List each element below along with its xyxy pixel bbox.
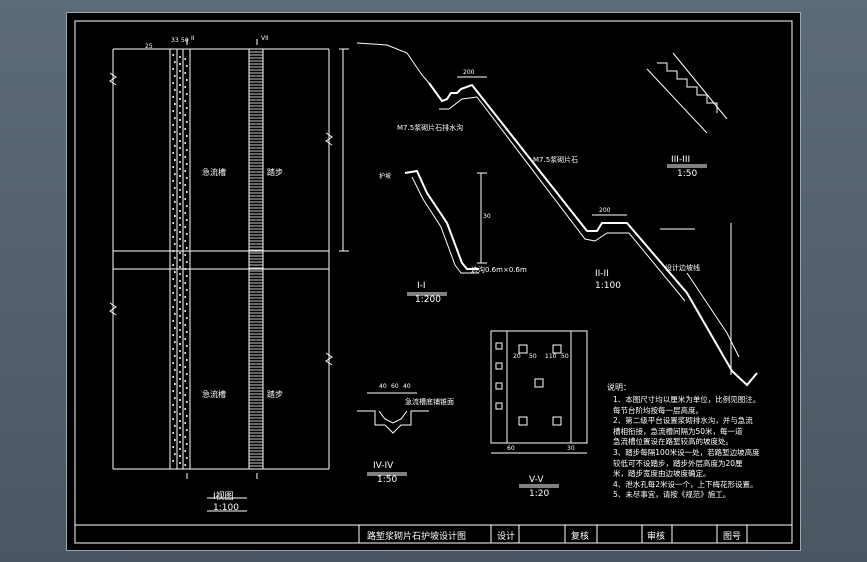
drain-label-top: 急流槽	[202, 168, 226, 177]
cell-audit: 审核	[647, 532, 666, 542]
section-5-dim-bottom-1: 60	[507, 445, 515, 452]
cut-mark-ii: II	[191, 35, 195, 42]
section-5-dim-top-3: 110	[545, 353, 557, 360]
dim-left-3: 50	[181, 37, 189, 44]
note-line: 4、泄水孔每2米设一个，上下梅花形设置。	[613, 479, 758, 489]
elevation-title: I视图	[213, 492, 234, 502]
section-3-title: III-III	[671, 155, 691, 165]
section-1-1	[404, 169, 487, 296]
section-3-3	[646, 52, 728, 168]
section-4-label: 急流槽底铺锥面	[405, 398, 454, 406]
section-1-dim: 30	[483, 213, 491, 220]
sheet-title: 路堑浆砌片石护坡设计图	[367, 532, 467, 542]
drain-label-bottom: 急流槽	[202, 390, 226, 399]
chute-texture	[172, 54, 188, 466]
section-5-dim-top-4: 50	[561, 353, 569, 360]
slope-line-label: 设计边坡线	[665, 264, 700, 272]
section-4-dim-3: 40	[403, 383, 411, 390]
section-4-4	[357, 392, 429, 476]
note-line: 米，踏步宽度由边坡度确定。	[613, 469, 711, 479]
section-4-dim-2: 60	[391, 383, 399, 390]
section-1-title: I-I	[417, 281, 426, 291]
ditch-label: 边沟0.6m×0.6m	[471, 266, 527, 274]
elevation-scale: 1:100	[213, 503, 239, 513]
section-5-scale: 1:20	[529, 489, 550, 499]
dim-top: 200	[463, 69, 475, 76]
drain-ditch-label: M7.5浆砌片石排水沟	[397, 124, 464, 132]
note-line: 1、本图尺寸均以厘米为单位，比例见图注。	[613, 395, 761, 404]
section-2-scale: 1:100	[595, 281, 621, 291]
steps-texture	[249, 51, 263, 467]
cell-review: 复核	[571, 532, 590, 542]
note-line: 3、踏步每隔100米设一处，若路堑边坡高度	[613, 448, 760, 457]
cell-sheet-no: 图号	[723, 532, 742, 542]
section-1-top-label: 护坡	[379, 173, 392, 180]
section-4-scale: 1:50	[377, 475, 398, 485]
elevation-view	[109, 39, 349, 512]
stone-label: M7.5浆砌片石	[533, 156, 579, 164]
section-5-dim-bottom-2: 30	[567, 445, 575, 452]
section-3-scale: 1:50	[677, 169, 698, 179]
section-5-dim-top-1: 20	[513, 353, 521, 360]
dim-left-2: 33	[171, 37, 179, 44]
section-2-title: II-II	[595, 269, 609, 279]
dim-mid: 200	[599, 207, 611, 214]
note-line: 急流槽位置设在路堑较高的坡度处。	[613, 437, 733, 447]
drawing-linework	[74, 20, 793, 544]
note-line: 较低可不设踏步，踏步外层高度为20厘	[613, 458, 743, 468]
section-2-2	[356, 42, 758, 387]
drawing-sheet: 急流槽 踏步 急流槽 踏步 25 33 50 II VII I视图 1:100 …	[66, 12, 801, 551]
cut-mark-vii: VII	[261, 35, 269, 42]
section-5-title: V-V	[529, 475, 544, 485]
section-1-scale: 1:200	[415, 295, 441, 305]
section-4-title: IV-IV	[373, 461, 394, 471]
step-label-top: 踏步	[267, 168, 283, 177]
section-4-dim-1: 40	[379, 383, 387, 390]
cell-design: 设计	[497, 532, 516, 542]
note-line: 槽相衔接，急流槽间隔为50米，每一道	[613, 426, 743, 436]
dim-left-1: 25	[145, 43, 153, 50]
note-line: 5、未尽事宜，请按《规范》施工。	[613, 490, 731, 500]
note-line: 每节台阶均按每一层高度。	[613, 405, 703, 415]
note-line: 2、第二级平台设置浆砌排水沟，并与急流	[613, 416, 753, 426]
notes-heading: 说明：	[607, 383, 631, 392]
step-label-bottom: 踏步	[267, 390, 283, 399]
inner-frame	[74, 20, 793, 544]
section-5-5	[490, 330, 588, 488]
section-5-dim-top-2: 50	[529, 353, 537, 360]
